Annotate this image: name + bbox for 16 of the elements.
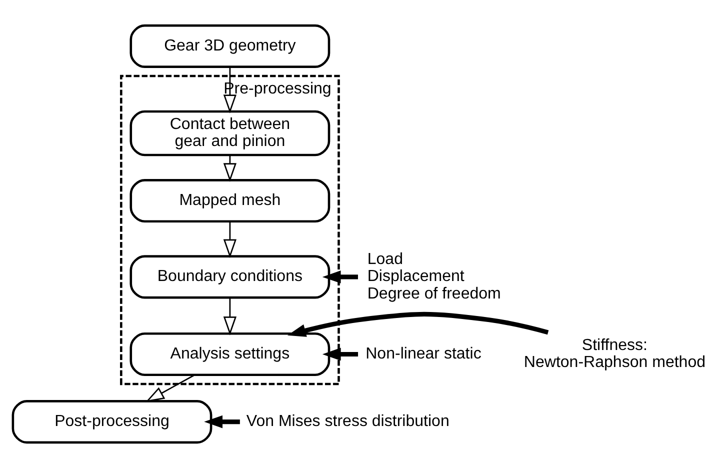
node-box: Analysis settings (130, 332, 330, 376)
arrow (223, 297, 237, 335)
node-text: Stiffness: Newton-Raphson method (524, 335, 706, 371)
node-box: Gear 3D geometry (130, 24, 330, 68)
node-text: Load Displacement Degree of freedom (367, 250, 501, 302)
node-text: Non-linear static (366, 344, 482, 362)
arrow (287, 311, 549, 336)
node-box: Post-processing (12, 400, 212, 444)
node-box: Mapped mesh (130, 178, 330, 222)
node-box: Boundary conditions (130, 254, 330, 298)
arrow (322, 270, 358, 283)
arrow (204, 414, 240, 428)
arrow (322, 347, 358, 360)
node-text: Von Mises stress distribution (246, 412, 450, 430)
node-box: Contact between gear and pinion (130, 110, 330, 156)
arrow (223, 221, 237, 258)
